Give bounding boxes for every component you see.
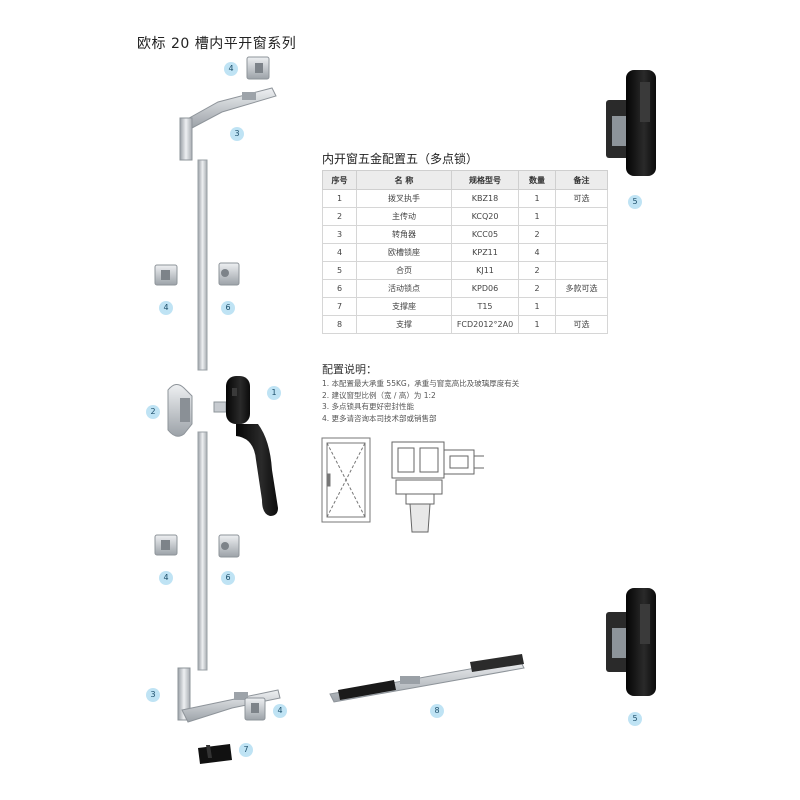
- cell-name: 主传动: [356, 207, 452, 226]
- table-title: 内开窗五金配置五（多点锁）: [322, 152, 479, 166]
- table-row: 6 活动锁点 KPD06 2 多款可选: [322, 279, 608, 298]
- table-row: 5 合页 KJ11 2: [322, 261, 608, 280]
- cell-name: 欧槽锁座: [356, 243, 452, 262]
- callout-lock-point-lower: 6: [221, 571, 235, 585]
- table-row: 4 欧槽锁座 KPZ11 4: [322, 243, 608, 262]
- keeper-bottom: [244, 697, 266, 721]
- header-qty: 数量: [518, 170, 556, 190]
- note-item: 1. 本配置最大承重 55KG，承重与窗宽高比及玻璃厚度有关: [322, 379, 520, 388]
- callout-keeper-top: 4: [224, 62, 238, 76]
- note-item: 3. 多点锁具有更好密封性能: [322, 402, 415, 411]
- cell-name: 拨叉执手: [356, 189, 452, 208]
- cell-index: 8: [322, 315, 357, 334]
- callout-keeper-mid-upper: 4: [159, 301, 173, 315]
- cell-model: T15: [451, 297, 519, 316]
- callout-corner-drive-top: 3: [230, 127, 244, 141]
- cell-index: 3: [322, 225, 357, 244]
- cell-qty: 2: [518, 225, 556, 244]
- cell-remark: 可选: [555, 189, 608, 208]
- table-row: 2 主传动 KCQ20 1: [322, 207, 608, 226]
- cell-name: 支撑座: [356, 297, 452, 316]
- cell-index: 1: [322, 189, 357, 208]
- cell-index: 2: [322, 207, 357, 226]
- cell-model: KCQ20: [451, 207, 519, 226]
- cell-index: 5: [322, 261, 357, 280]
- hinge-bottom: [606, 588, 656, 696]
- callout-hinge-bottom: 5: [628, 712, 642, 726]
- lock-point-upper: [218, 262, 240, 286]
- cell-model: KJ11: [451, 261, 519, 280]
- notes-list: 1. 本配置最大承重 55KG，承重与窗宽高比及玻璃厚度有关 2. 建议窗型比例…: [322, 378, 519, 424]
- main-drive-gearbox: [167, 384, 227, 437]
- note-item: 4. 更多请咨询本司技术部或销售部: [322, 413, 437, 423]
- callout-lock-point-upper: 6: [221, 301, 235, 315]
- cell-index: 7: [322, 297, 357, 316]
- cell-qty: 4: [518, 243, 556, 262]
- cell-qty: 1: [518, 207, 556, 226]
- keeper-mid-upper: [154, 264, 178, 286]
- cell-name: 合页: [356, 261, 452, 280]
- cell-remark: [555, 225, 608, 244]
- cell-remark: 多款可选: [555, 279, 608, 298]
- cell-model: KPD06: [451, 279, 519, 298]
- callout-keeper-bottom: 4: [273, 704, 287, 718]
- header-name: 名 称: [356, 170, 452, 190]
- callout-stay: 8: [430, 704, 444, 718]
- cell-qty: 2: [518, 279, 556, 298]
- cell-model: FCD2012°2A0: [451, 315, 519, 334]
- window-elevation-sketch: [321, 437, 371, 523]
- profile-section-sketch: [391, 441, 484, 533]
- lock-point-lower: [218, 534, 240, 558]
- cell-qty: 1: [518, 315, 556, 334]
- cell-model: KCC05: [451, 225, 519, 244]
- handle: [226, 376, 278, 516]
- header-index: 序号: [322, 170, 357, 190]
- cell-qty: 1: [518, 297, 556, 316]
- drive-rod-upper: [197, 159, 208, 371]
- cell-remark: [555, 207, 608, 226]
- keeper-top: [246, 56, 270, 80]
- table-row: 1 拨叉执手 KBZ18 1 可选: [322, 189, 608, 208]
- header-remark: 备注: [555, 170, 608, 190]
- page-title: 欧标 20 槽内平开窗系列: [137, 36, 297, 52]
- table-row: 3 转角器 KCC05 2: [322, 225, 608, 244]
- callout-corner-drive-bottom: 3: [146, 688, 160, 702]
- friction-stay: [329, 654, 525, 703]
- cell-qty: 2: [518, 261, 556, 280]
- table-row: 7 支撑座 T15 1: [322, 297, 608, 316]
- cell-model: KPZ11: [451, 243, 519, 262]
- cell-qty: 1: [518, 189, 556, 208]
- spec-table: 序号 名 称 规格型号 数量 备注 1 拨叉执手 KBZ18 1 可选 2 主传…: [322, 170, 608, 334]
- callout-keeper-mid-lower: 4: [159, 571, 173, 585]
- cell-index: 4: [322, 243, 357, 262]
- cell-name: 活动锁点: [356, 279, 452, 298]
- drive-rod-lower: [197, 431, 208, 671]
- corner-drive-top: [179, 87, 277, 161]
- callout-support-seat: 7: [239, 743, 253, 757]
- cell-remark: [555, 243, 608, 262]
- table-row: 8 支撑 FCD2012°2A0 1 可选: [322, 315, 608, 334]
- cell-remark: 可选: [555, 315, 608, 334]
- cell-name: 转角器: [356, 225, 452, 244]
- support-seat: [198, 744, 232, 764]
- cell-model: KBZ18: [451, 189, 519, 208]
- cell-name: 支撑: [356, 315, 452, 334]
- table-header-row: 序号 名 称 规格型号 数量 备注: [322, 170, 608, 190]
- callout-handle: 1: [267, 386, 281, 400]
- cell-index: 6: [322, 279, 357, 298]
- callout-main-drive: 2: [146, 405, 160, 419]
- notes-title: 配置说明：: [322, 363, 377, 376]
- note-item: 2. 建议窗型比例（宽 / 高）为 1:2: [322, 390, 436, 400]
- header-model: 规格型号: [451, 170, 519, 190]
- hinge-top: [606, 70, 656, 176]
- keeper-mid-lower: [154, 534, 178, 556]
- callout-hinge-top: 5: [628, 195, 642, 209]
- cell-remark: [555, 261, 608, 280]
- cell-remark: [555, 297, 608, 316]
